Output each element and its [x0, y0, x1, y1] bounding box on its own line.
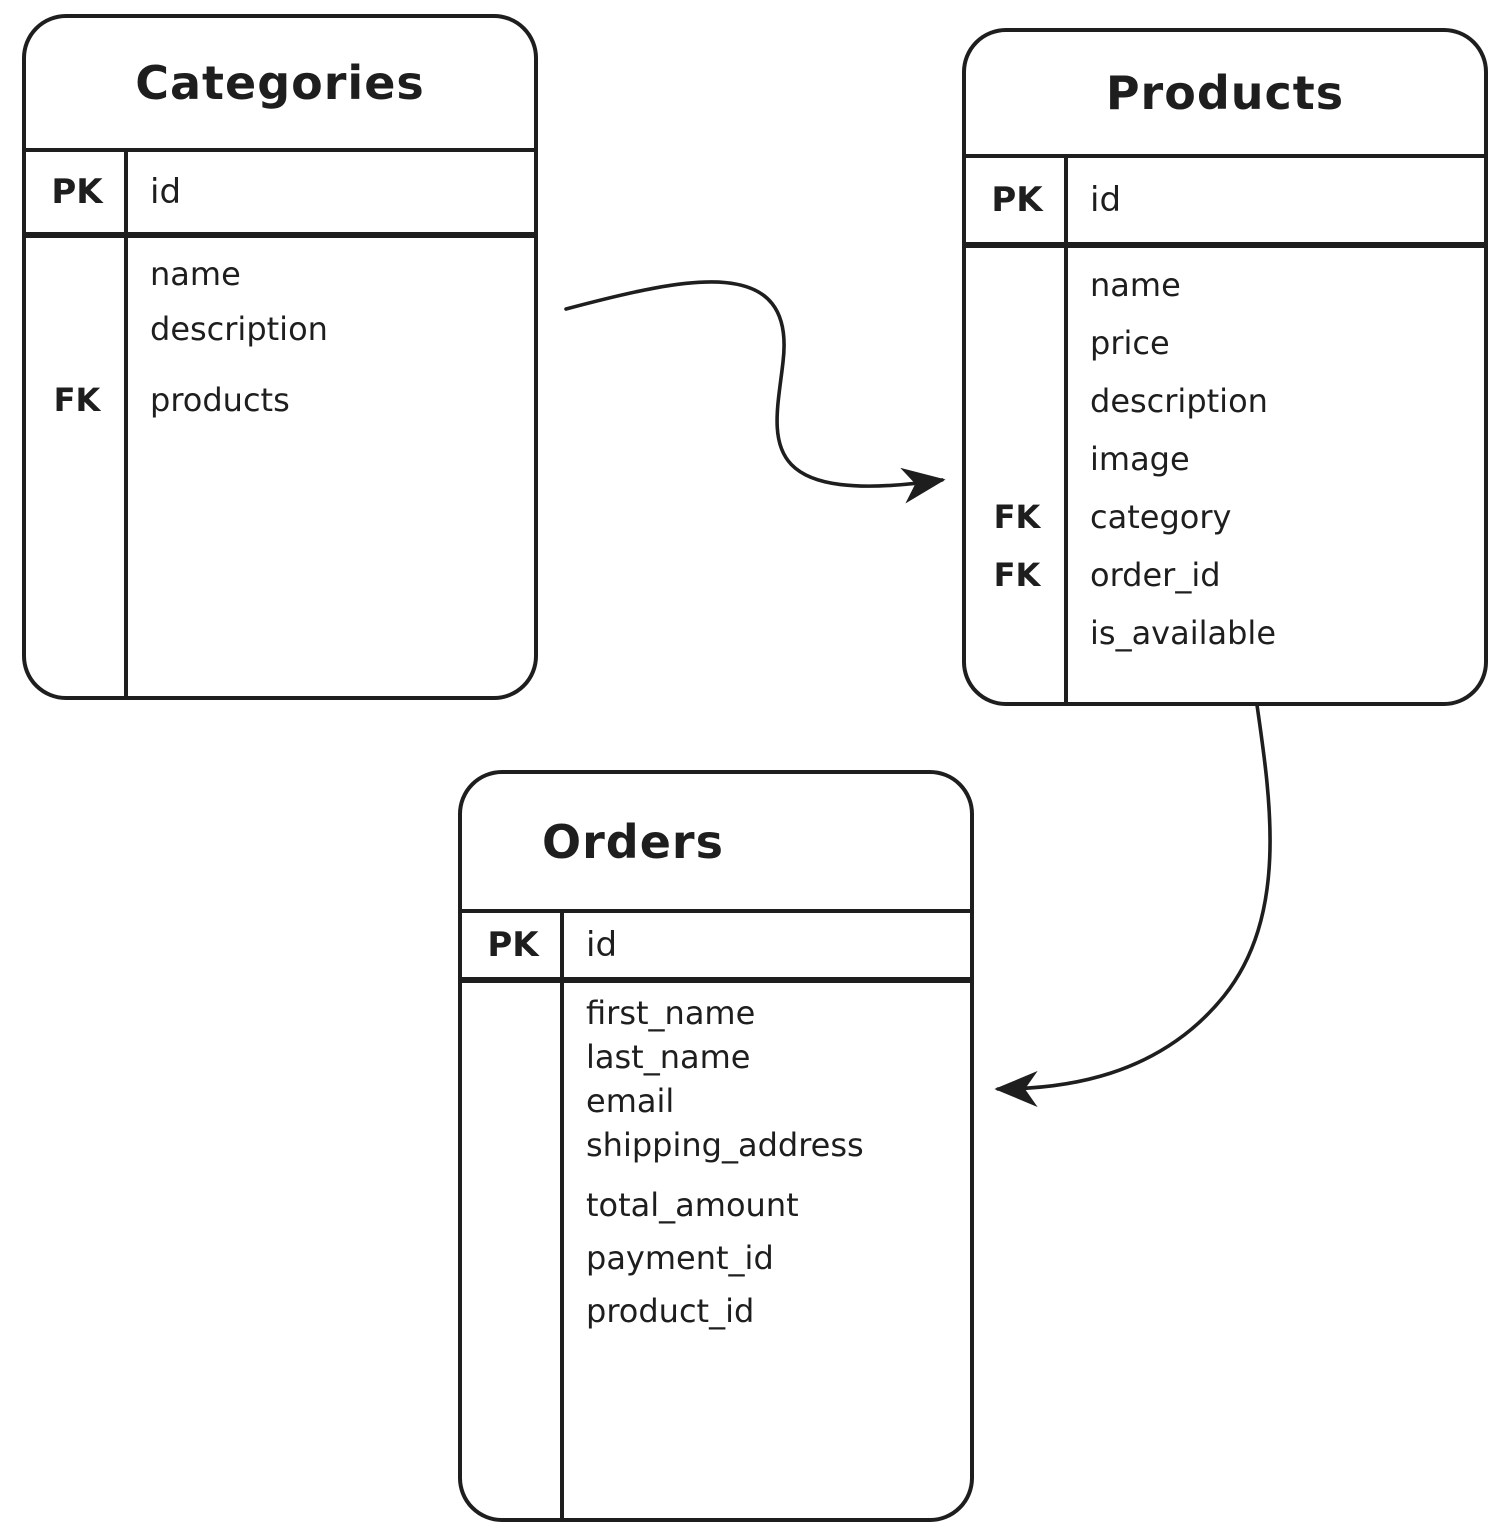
field-row: description [966, 372, 1484, 430]
field-row: name [966, 256, 1484, 314]
field-label: price [1090, 324, 1170, 362]
field-label: products [150, 380, 290, 419]
table-categories[interactable]: Categories PK id name description FK pro… [22, 14, 538, 700]
field-label: email [586, 1082, 675, 1120]
field-row: shipping_address [462, 1123, 970, 1167]
fk-label: FK [993, 556, 1041, 594]
table-products[interactable]: Products PK id name price description [962, 28, 1488, 706]
fk-label: FK [53, 380, 101, 419]
pk-label: PK [51, 172, 103, 212]
rows-area: first_name last_name email shipping_addr… [462, 983, 970, 1333]
pk-label: PK [991, 180, 1043, 220]
arrow-products-to-orders[interactable] [994, 703, 1272, 1107]
table-title-products: Products [1105, 66, 1345, 120]
field-label: last_name [586, 1038, 751, 1076]
field-row: product_id [462, 1289, 970, 1333]
fields-area: PK id name description FK products [26, 148, 534, 696]
field-row: price [966, 314, 1484, 372]
field-row: total_amount [462, 1183, 970, 1227]
fields-area: PK id first_name last_name email [462, 909, 970, 1518]
column-divider [560, 913, 564, 1518]
field-row: email [462, 1079, 970, 1123]
field-row: last_name [462, 1035, 970, 1079]
field-row: payment_id [462, 1236, 970, 1280]
arrow-categories-to-products[interactable] [564, 280, 946, 504]
field-row: FK category [966, 488, 1484, 546]
header-row: PK id [966, 158, 1484, 248]
fk-label: FK [993, 498, 1041, 536]
field-row: name [26, 246, 534, 301]
id-field-label: id [1090, 180, 1122, 220]
column-divider [124, 152, 128, 696]
table-orders[interactable]: Orders PK id first_name last_name email [458, 770, 974, 1522]
column-divider [1064, 158, 1068, 702]
field-label: shipping_address [586, 1126, 864, 1164]
field-row: is_available [966, 604, 1484, 662]
field-row: FK products [26, 372, 534, 427]
field-label: category [1090, 498, 1232, 536]
table-title-orders: Orders [542, 814, 724, 869]
field-row: FK order_id [966, 546, 1484, 604]
fields-area: PK id name price description im [966, 154, 1484, 702]
field-row: first_name [462, 991, 970, 1035]
field-label: description [1090, 382, 1268, 420]
field-label: product_id [586, 1292, 755, 1330]
field-label: description [150, 309, 328, 348]
field-label: total_amount [586, 1186, 799, 1224]
pk-label: PK [487, 925, 539, 965]
field-row: image [966, 430, 1484, 488]
field-label: order_id [1090, 556, 1221, 594]
rows-area: name price description image FK category [966, 248, 1484, 662]
field-row: description [26, 301, 534, 356]
id-field-label: id [586, 925, 618, 965]
id-field-label: id [150, 172, 182, 212]
header-row: PK id [462, 913, 970, 983]
field-label: name [150, 254, 241, 293]
field-label: first_name [586, 994, 756, 1032]
header-row: PK id [26, 152, 534, 238]
field-label: payment_id [586, 1239, 774, 1277]
field-label: is_available [1090, 614, 1276, 652]
field-label: image [1090, 440, 1190, 478]
table-title-categories: Categories [135, 56, 425, 110]
rows-area: name description FK products [26, 238, 534, 427]
field-label: name [1090, 266, 1181, 304]
